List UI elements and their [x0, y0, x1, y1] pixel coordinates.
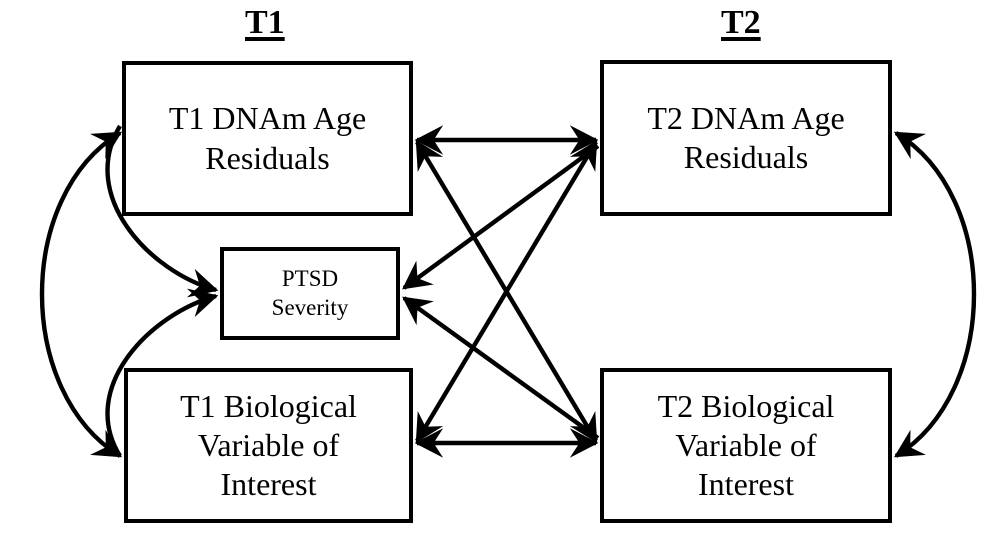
- edge-t2dnam-ptsd: [402, 144, 600, 290]
- node-ptsd-severity-text: PTSD Severity: [266, 265, 355, 321]
- node-t1-dnam-age-residuals[interactable]: T1 DNAm Age Residuals: [122, 61, 413, 216]
- node-t2-biological-variable-of-interest-text: T2 Biological Variable of Interest: [652, 387, 841, 504]
- node-line-2: Severity: [271, 294, 349, 320]
- node-line-1: T1 DNAm Age: [168, 100, 367, 137]
- node-t1-dnam-age-residuals-text: T1 DNAm Age Residuals: [163, 99, 372, 177]
- wave-label-t1: T1: [245, 4, 285, 41]
- node-line-1: T1 Biological: [180, 387, 357, 424]
- node-t1-biological-variable-of-interest[interactable]: T1 Biological Variable of Interest: [124, 368, 413, 523]
- node-line-2: Residuals: [205, 139, 330, 176]
- node-line-2: Variable of: [197, 426, 340, 463]
- node-line-3: Interest: [220, 466, 317, 503]
- node-line-2: Variable of: [675, 426, 817, 463]
- node-t1-biological-variable-of-interest-text: T1 Biological Variable of Interest: [174, 387, 363, 504]
- node-line-2: Residuals: [683, 139, 809, 175]
- wave-label-t2: T2: [721, 4, 761, 41]
- node-line-1: PTSD: [281, 266, 339, 292]
- node-t2-biological-variable-of-interest[interactable]: T2 Biological Variable of Interest: [600, 368, 892, 523]
- edge-t2dnam-t2bio: [893, 131, 977, 458]
- node-line-1: T2 Biological: [657, 387, 835, 424]
- node-line-1: T2 DNAm Age: [647, 99, 845, 136]
- node-ptsd-severity[interactable]: PTSD Severity: [220, 247, 400, 340]
- edge-t1dnam-t1bio: [39, 131, 123, 458]
- edge-t2bio-ptsd: [402, 296, 600, 440]
- node-line-3: Interest: [698, 466, 794, 503]
- edge-t1bio-t2dnam: [415, 139, 598, 444]
- node-t2-dnam-age-residuals-text: T2 DNAm Age Residuals: [641, 99, 850, 177]
- node-t2-dnam-age-residuals[interactable]: T2 DNAm Age Residuals: [600, 60, 892, 216]
